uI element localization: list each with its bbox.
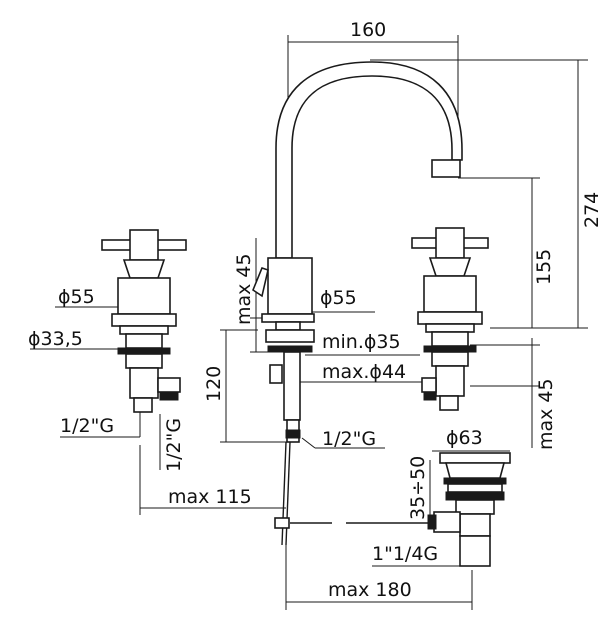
label-155: 155 <box>533 249 555 285</box>
label-max45-right: max 45 <box>535 378 557 450</box>
label-274: 274 <box>581 192 600 228</box>
label-max180: max 180 <box>328 579 412 601</box>
label-g114: 1"1/4G <box>372 543 438 565</box>
label-35-50: 35÷50 <box>407 456 429 520</box>
label-dia63: ϕ63 <box>446 427 483 449</box>
label-g12-center: 1/2"G <box>322 428 376 450</box>
label-dia55-left: ϕ55 <box>58 286 95 308</box>
dimension-labels: 160 274 155 max 45 ϕ55 ϕ55 ϕ33,5 min.ϕ35… <box>28 19 600 601</box>
label-dia33-5: ϕ33,5 <box>28 328 83 350</box>
label-min35: min.ϕ35 <box>322 331 401 353</box>
label-160: 160 <box>350 19 386 41</box>
label-max44: max.ϕ44 <box>322 361 406 383</box>
label-max45-left: max 45 <box>233 253 255 325</box>
label-max115: max 115 <box>168 486 252 508</box>
label-120: 120 <box>203 366 225 402</box>
left-valve <box>101 229 187 413</box>
right-valve <box>411 227 489 411</box>
drain <box>427 452 511 567</box>
label-g12-left: 1/2"G <box>60 415 114 437</box>
label-g12-vertical: 1/2"G <box>163 418 185 472</box>
label-dia55-center: ϕ55 <box>320 287 357 309</box>
spout <box>252 61 463 546</box>
